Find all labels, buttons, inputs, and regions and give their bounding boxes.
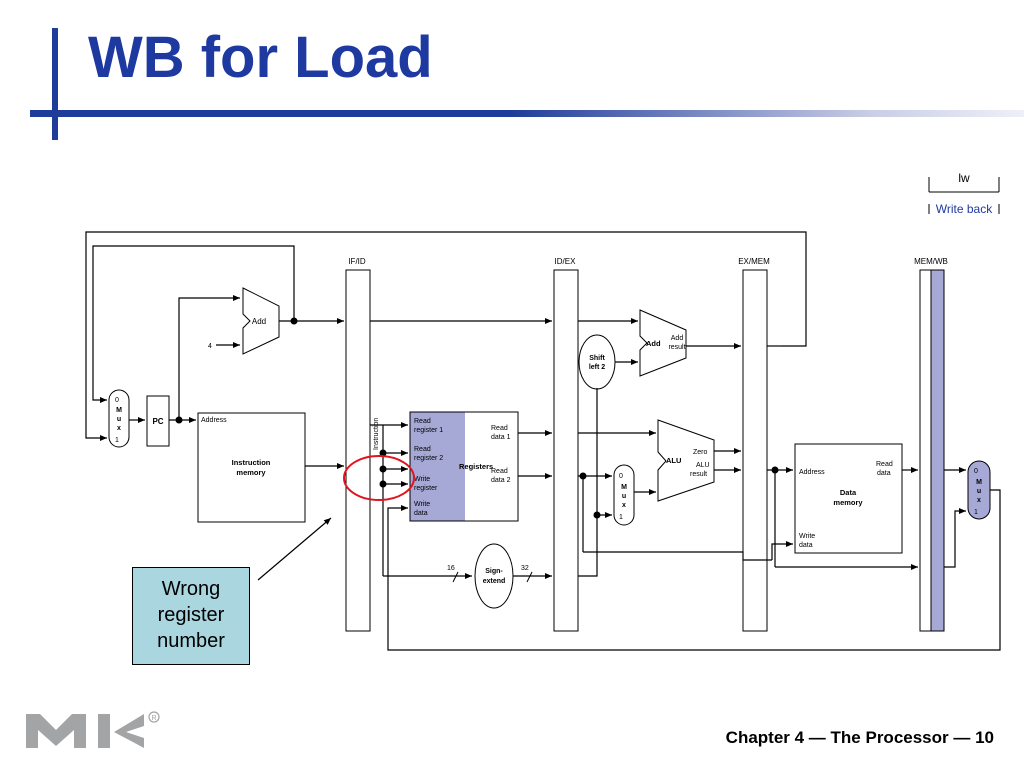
svg-text:data: data: [414, 510, 428, 517]
svg-text:x: x: [117, 425, 121, 432]
svg-text:data 2: data 2: [491, 477, 511, 484]
svg-text:1: 1: [974, 509, 978, 516]
accent-horizontal-fade: [510, 110, 1024, 117]
svg-text:left 2: left 2: [589, 364, 605, 371]
svg-text:Write: Write: [414, 476, 430, 483]
width-thirtytwo: 32: [521, 565, 529, 572]
svg-text:data 1: data 1: [491, 434, 511, 441]
data-memory: [794, 443, 903, 554]
svg-text:Write: Write: [799, 533, 815, 540]
svg-text:memory: memory: [833, 498, 863, 507]
svg-text:Read: Read: [491, 468, 508, 475]
svg-text:register: register: [414, 485, 438, 492]
svg-text:result: result: [690, 471, 707, 478]
svg-text:M: M: [976, 479, 982, 486]
pipereg-exmem: [742, 269, 768, 632]
legend-instruction: lw: [958, 171, 970, 185]
svg-text:u: u: [622, 493, 626, 500]
sign-extend: [474, 543, 514, 609]
svg-text:Read: Read: [491, 425, 508, 432]
branch-adder: Add Add result: [639, 309, 687, 377]
svg-text:ALU: ALU: [666, 456, 681, 465]
svg-text:register 2: register 2: [414, 455, 443, 462]
svg-text:Add: Add: [671, 335, 684, 342]
instruction-memory: [197, 412, 306, 523]
pipereg-idex: [553, 269, 579, 632]
svg-text:x: x: [977, 497, 981, 504]
svg-text:Add: Add: [252, 317, 266, 326]
pipereg-label-memwb: MEM/WB: [914, 257, 948, 266]
svg-text:data: data: [877, 470, 891, 477]
svg-text:register 1: register 1: [414, 427, 443, 434]
svg-text:M: M: [116, 407, 122, 414]
constant-four: 4: [208, 343, 212, 350]
accent-vertical-bar: [52, 28, 58, 140]
shift-left-2: [578, 334, 616, 390]
publisher-logo: R: [26, 711, 160, 748]
wb-mux: 0 M u x 1: [967, 460, 991, 520]
svg-text:Read: Read: [414, 446, 431, 453]
register-file-highlight: [410, 412, 465, 521]
slide-footer: Chapter 4 — The Processor — 10: [725, 728, 994, 747]
svg-text:Instruction: Instruction: [232, 458, 271, 467]
pipereg-label-idex: ID/EX: [555, 257, 577, 266]
callout-line: number: [157, 630, 225, 652]
svg-text:Sign-: Sign-: [485, 568, 503, 575]
svg-text:x: x: [622, 502, 626, 509]
pipereg-label-exmem: EX/MEM: [738, 257, 770, 266]
svg-text:u: u: [117, 416, 121, 423]
wrong-register-highlight: [343, 455, 415, 501]
svg-text:1: 1: [619, 514, 623, 521]
svg-text:result: result: [668, 344, 685, 351]
svg-text:Read: Read: [414, 418, 431, 425]
svg-text:extend: extend: [483, 578, 506, 585]
svg-text:Shift: Shift: [589, 355, 605, 362]
svg-text:data: data: [799, 542, 813, 549]
pc-mux: 0 M u x 1: [108, 389, 130, 448]
callout-arrow: [257, 517, 332, 581]
pc-adder: Add: [242, 287, 280, 355]
legend-stage: Write back: [936, 202, 993, 216]
svg-text:1: 1: [115, 437, 119, 444]
pipereg-label-ifid: IF/ID: [348, 257, 366, 266]
callout-line: Wrong: [161, 578, 221, 600]
svg-text:Zero: Zero: [693, 449, 708, 456]
alu-src-mux: 0 M u x 1: [613, 464, 635, 526]
pc-register: [146, 395, 170, 447]
slide-title: WB for Load: [88, 25, 433, 90]
svg-text:Write: Write: [414, 501, 430, 508]
alu: ALU Zero ALU result: [657, 419, 715, 502]
accent-horizontal-bar: [30, 110, 510, 117]
svg-text:M: M: [621, 484, 627, 491]
svg-text:0: 0: [619, 473, 623, 480]
width-sixteen: 16: [447, 565, 455, 572]
pc-label: PC: [152, 417, 163, 426]
svg-text:Address: Address: [799, 469, 825, 476]
svg-text:u: u: [977, 488, 981, 495]
im-address-label: Address: [201, 417, 227, 424]
svg-text:Data: Data: [840, 488, 857, 497]
svg-text:R: R: [151, 715, 156, 722]
callout-line: register: [157, 604, 225, 626]
registers-label: Registers: [459, 462, 493, 471]
stage-legend: lw Write back: [928, 171, 1000, 216]
svg-text:memory: memory: [236, 468, 266, 477]
instruction-vertical-label: Instruction: [373, 418, 380, 450]
pipereg-ifid: [345, 269, 371, 632]
svg-text:Add: Add: [646, 339, 661, 348]
svg-text:0: 0: [974, 468, 978, 475]
wrong-register-callout: Wrong register number: [132, 567, 250, 665]
svg-text:Read: Read: [876, 461, 893, 468]
pipereg-memwb-highlight: [930, 269, 945, 632]
svg-text:0: 0: [115, 397, 119, 404]
svg-text:ALU: ALU: [696, 462, 710, 469]
